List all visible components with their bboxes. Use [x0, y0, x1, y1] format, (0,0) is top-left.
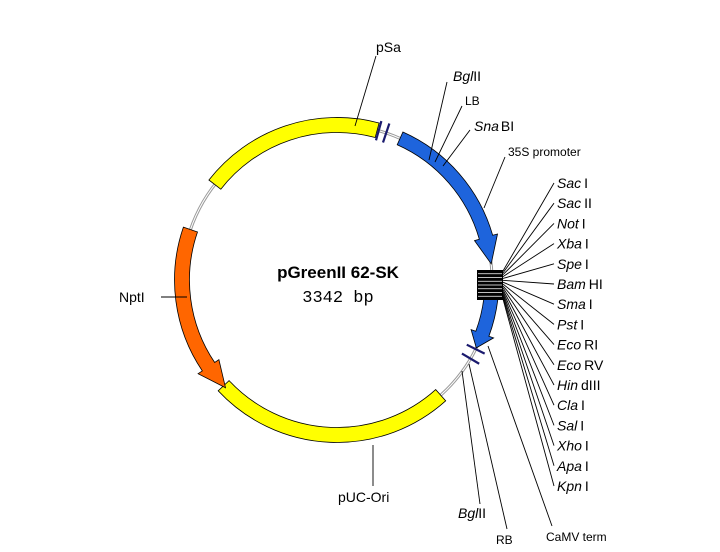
- mcs-site-suffix: I: [584, 175, 588, 191]
- mcs-site-enzyme: Sal: [557, 417, 578, 433]
- mcs-site-leader: [502, 243, 555, 277]
- lb-mark: [374, 120, 383, 141]
- bglII-bot-mark: [461, 352, 480, 365]
- mcs-site-suffix: I: [582, 215, 586, 231]
- promoter-35s-label: 35S promoter: [508, 145, 581, 159]
- mcs-site-enzyme: Eco: [557, 337, 581, 353]
- mcs-site-enzyme: Pst: [557, 316, 578, 332]
- mcs-site-enzyme: Hin: [557, 377, 578, 393]
- mcs-site-leader: [502, 287, 555, 366]
- mcs-site-enzyme: Spe: [557, 256, 582, 272]
- bglII-bot-label: BglII: [458, 505, 486, 521]
- mcs-site-suffix: I: [585, 478, 589, 494]
- mcs-site-enzyme: Apa: [556, 458, 582, 474]
- mcs-site-enzyme: Sma: [557, 296, 586, 312]
- mcs-site-suffix: RI: [584, 337, 598, 353]
- bglII-bot-leader: [461, 370, 481, 505]
- mcs-site-enzyme: Kpn: [557, 478, 582, 494]
- mcs-site-suffix: II: [584, 195, 592, 211]
- mcs-site-enzyme: Sac: [557, 195, 581, 211]
- mcs-site-leader: [502, 293, 555, 426]
- mcs-site-leader: [502, 182, 555, 272]
- mcs-site-suffix: I: [585, 438, 589, 454]
- mcs-site-leader: [502, 297, 555, 466]
- rb-leader: [468, 363, 508, 530]
- mcs-site-suffix: I: [580, 417, 584, 433]
- camv-leader: [487, 345, 553, 527]
- puc-ori-label: pUC-Ori: [338, 489, 389, 505]
- mcs-site-suffix: HI: [589, 276, 603, 292]
- mcs-site-leader: [502, 285, 555, 345]
- lb-label: LB: [465, 94, 480, 108]
- camv-label: CaMV term: [546, 530, 607, 544]
- mcs-site-suffix: I: [585, 256, 589, 272]
- mcs-site-enzyme: Xho: [556, 438, 582, 454]
- mcs-site-leader: [502, 291, 555, 406]
- lb-leader: [434, 105, 463, 163]
- rb-mark: [466, 343, 486, 355]
- mcs-site-suffix: I: [580, 316, 584, 332]
- border-marks: [374, 120, 486, 365]
- mcs-site-leader: [502, 283, 555, 325]
- leader-lines: [161, 55, 553, 530]
- promoter-35s-leader: [483, 156, 506, 209]
- plasmid-name: pGreenII 62-SK: [277, 263, 400, 282]
- mcs-site-enzyme: Sac: [557, 175, 581, 191]
- mcs-site-suffix: I: [585, 236, 589, 252]
- mcs-site-leader: [502, 202, 555, 274]
- bglII-top-label: BglII: [453, 68, 481, 84]
- plasmid-size: 3342 bp: [302, 289, 373, 308]
- mcs-leader-lines: [502, 182, 555, 487]
- psa-label: pSa: [376, 39, 401, 55]
- mcs-site-leader: [502, 223, 555, 276]
- mcs-site-suffix: RV: [584, 357, 604, 373]
- mcs-site-suffix: I: [585, 458, 589, 474]
- snabi-mark: [381, 123, 391, 143]
- puc-ori-segment: [217, 380, 447, 443]
- mcs-site-suffix: I: [589, 296, 593, 312]
- mcs-site-enzyme: Xba: [556, 236, 582, 252]
- mcs-block: [477, 270, 503, 300]
- mcs-site-leader: [502, 298, 555, 487]
- nptI-label: NptI: [119, 289, 145, 305]
- mcs-site-leader: [502, 279, 555, 285]
- mcs-site-suffix: I: [581, 397, 585, 413]
- psa-leader: [354, 55, 377, 127]
- mcs-site-enzyme: Cla: [557, 397, 578, 413]
- camv-term-arrow: [470, 297, 499, 349]
- mcs-site-leader: [502, 289, 555, 386]
- mcs-site-leader: [502, 295, 555, 446]
- snabi-leader: [442, 129, 471, 167]
- mcs-site-leader: [502, 281, 555, 305]
- mcs-site-enzyme: Bam: [557, 276, 586, 292]
- mcs-site-leader: [502, 263, 555, 279]
- promoter-35s-arrow: [396, 131, 499, 265]
- mcs-site-suffix: dIII: [581, 377, 600, 393]
- nptI-arrow: [174, 226, 227, 389]
- bglII-top-leader: [428, 81, 448, 161]
- psa-segment: [208, 117, 380, 190]
- rb-label: RB: [496, 533, 513, 547]
- mcs-site-enzyme: Not: [557, 215, 580, 231]
- mcs-site-enzyme: Eco: [557, 357, 581, 373]
